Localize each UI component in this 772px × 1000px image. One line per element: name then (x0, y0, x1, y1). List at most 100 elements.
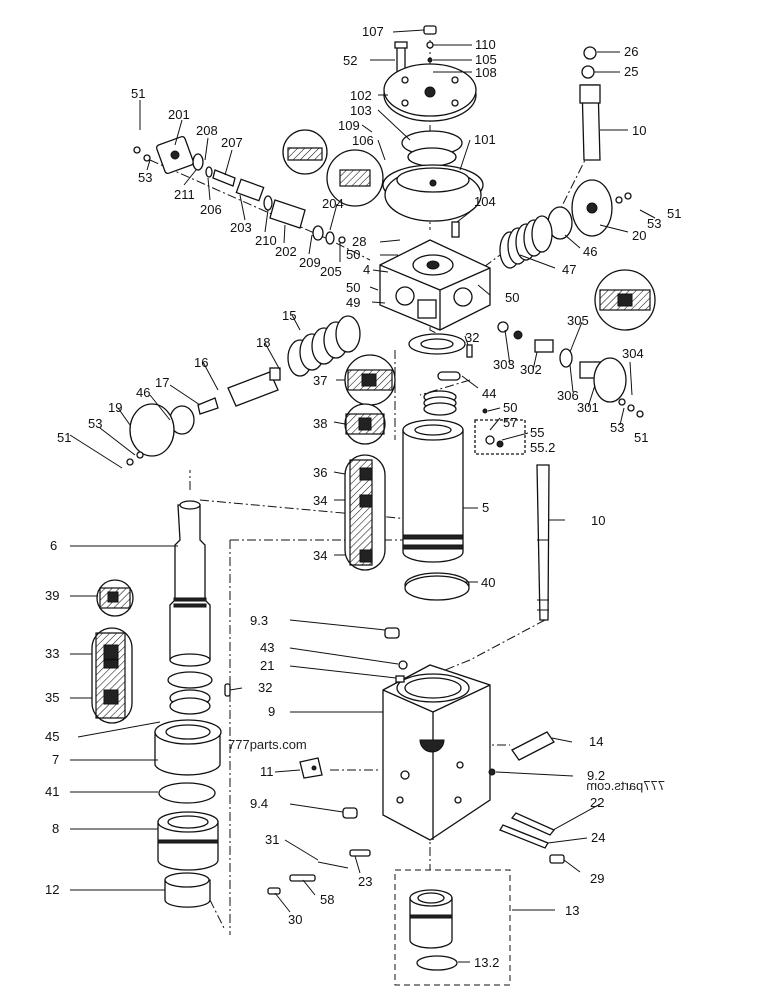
detail-circle-106 (326, 149, 384, 207)
label-19: 19 (108, 400, 122, 415)
label-34-lower: 34 (313, 548, 327, 563)
left-valve-components (133, 135, 346, 245)
label-204: 204 (322, 196, 344, 211)
label-37: 37 (313, 373, 327, 388)
label-23: 23 (358, 874, 372, 889)
label-46-left: 46 (136, 385, 150, 400)
label-102: 102 (350, 88, 372, 103)
label-36: 36 (313, 465, 327, 480)
label-53-right-low: 53 (610, 420, 624, 435)
label-33: 33 (45, 646, 59, 661)
label-304: 304 (622, 346, 644, 361)
label-13: 13 (565, 903, 579, 918)
label-107: 107 (362, 24, 384, 39)
label-21: 21 (260, 658, 274, 673)
label-58: 58 (320, 892, 334, 907)
label-303: 303 (493, 357, 515, 372)
top-valve-cover-assembly (382, 25, 601, 238)
label-10-top: 10 (632, 123, 646, 138)
detail-capsule-33-35 (91, 627, 133, 724)
label-44: 44 (482, 386, 496, 401)
label-52: 52 (343, 53, 357, 68)
label-9: 9 (268, 704, 275, 719)
label-34-upper: 34 (313, 493, 327, 508)
label-108: 108 (475, 65, 497, 80)
label-301: 301 (577, 400, 599, 415)
label-17: 17 (155, 375, 169, 390)
label-43: 43 (260, 640, 274, 655)
label-20: 20 (632, 228, 646, 243)
label-202: 202 (275, 244, 297, 259)
label-103: 103 (350, 103, 372, 118)
left-middle-components (126, 315, 361, 466)
label-49: 49 (346, 295, 360, 310)
label-29: 29 (590, 871, 604, 886)
label-50-a: 50 (346, 247, 360, 262)
piston-and-lower-left (154, 500, 231, 908)
label-16: 16 (194, 355, 208, 370)
label-104: 104 (474, 194, 496, 209)
label-22: 22 (590, 795, 604, 810)
label-32-lower: 32 (258, 680, 272, 695)
label-53-top-left: 53 (138, 170, 152, 185)
label-4: 4 (363, 262, 370, 277)
label-39: 39 (45, 588, 59, 603)
label-18: 18 (256, 335, 270, 350)
label-47: 47 (562, 262, 576, 277)
label-306: 306 (557, 388, 579, 403)
label-50-d: 50 (503, 400, 517, 415)
label-30: 30 (288, 912, 302, 927)
callout-labels: 107 110 105 108 52 102 103 109 106 101 2… (45, 24, 681, 970)
label-50-c: 50 (505, 290, 519, 305)
label-41: 41 (45, 784, 59, 799)
long-rod (536, 464, 550, 621)
label-25: 25 (624, 64, 638, 79)
label-110: 110 (475, 37, 496, 52)
label-55-2: 55.2 (530, 440, 555, 455)
label-57: 57 (503, 415, 517, 430)
label-109: 109 (338, 118, 360, 133)
label-5: 5 (482, 500, 489, 515)
label-32-upper: 32 (465, 330, 479, 345)
label-9-3: 9.3 (250, 613, 268, 628)
detail-circle-37 (344, 354, 396, 406)
label-203: 203 (230, 220, 252, 235)
label-35: 35 (45, 690, 59, 705)
label-40: 40 (481, 575, 495, 590)
label-9-4: 9.4 (250, 796, 268, 811)
cylinder-assembly (402, 333, 526, 601)
label-45: 45 (45, 729, 59, 744)
detail-circle-right-seal (594, 269, 656, 331)
cylinder-head-block (379, 239, 491, 331)
label-38: 38 (313, 416, 327, 431)
label-31: 31 (265, 832, 279, 847)
leader-lines (69, 29, 656, 963)
label-53-left-low: 53 (88, 416, 102, 431)
label-55: 55 (530, 425, 544, 440)
label-208: 208 (196, 123, 218, 138)
label-209: 209 (299, 255, 321, 270)
watermark-mirrored-text: 777parts.com (586, 778, 665, 793)
label-106: 106 (352, 133, 374, 148)
label-201: 201 (168, 107, 190, 122)
label-206: 206 (200, 202, 222, 217)
label-12: 12 (45, 882, 59, 897)
label-207: 207 (221, 135, 243, 150)
label-15: 15 (282, 308, 296, 323)
label-11: 11 (260, 764, 274, 779)
label-14: 14 (589, 734, 603, 749)
label-101: 101 (474, 132, 496, 147)
label-51-top-left: 51 (131, 86, 145, 101)
label-10-long-rod: 10 (591, 513, 605, 528)
label-46-right: 46 (583, 244, 597, 259)
chuck-assembly-box (394, 869, 511, 986)
label-305: 305 (567, 313, 589, 328)
label-9-2: 9.2 (587, 768, 605, 783)
detail-circles (91, 129, 656, 724)
right-side-components (497, 179, 644, 418)
label-53-right: 53 (647, 216, 661, 231)
label-8: 8 (52, 821, 59, 836)
label-13-2: 13.2 (474, 955, 499, 970)
label-210: 210 (255, 233, 277, 248)
label-205: 205 (320, 264, 342, 279)
